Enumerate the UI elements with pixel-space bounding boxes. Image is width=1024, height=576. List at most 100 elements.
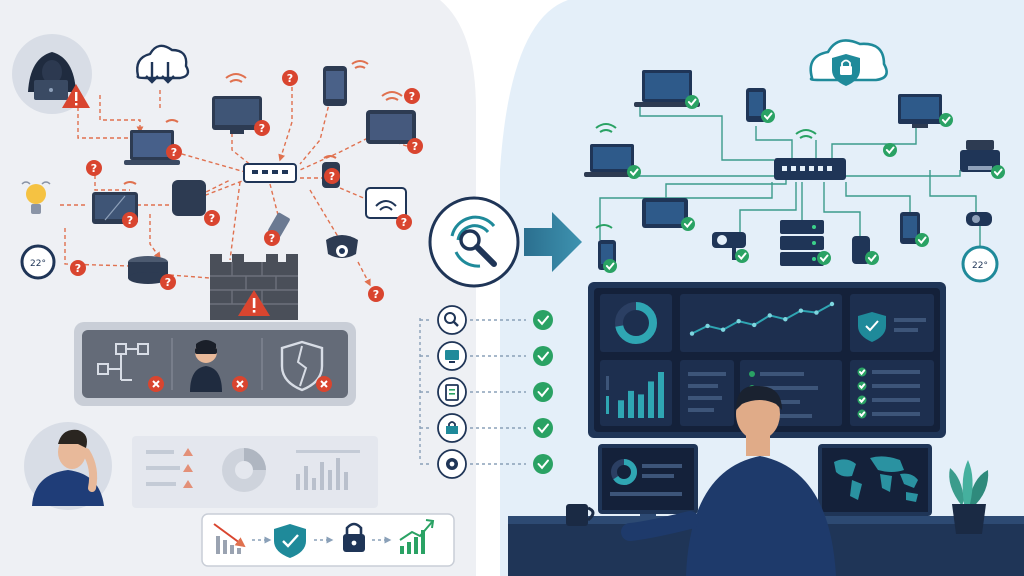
trend-line — [691, 303, 833, 335]
shield-check-icon — [274, 524, 306, 558]
thermostat-device: 22° — [20, 244, 56, 280]
question-badge: ? — [264, 230, 280, 246]
question-mark: ? — [409, 90, 415, 103]
alert-triangle-icon — [62, 84, 90, 108]
dashboard-shield-icon — [858, 312, 926, 342]
question-mark: ? — [412, 140, 418, 153]
security-dashboard — [588, 282, 946, 438]
trend-point — [689, 331, 695, 336]
smart-bulb-device — [21, 181, 51, 214]
broken-shield-icon — [280, 340, 324, 392]
transition-steps-strip — [201, 513, 455, 567]
trend-point — [814, 310, 819, 315]
blocked-badge — [232, 376, 248, 392]
secure-phone-small-device — [900, 212, 920, 244]
question-badge: ? — [86, 160, 102, 176]
dashboard-small-bars — [606, 376, 609, 414]
secure-tablet-device — [642, 198, 688, 228]
secure-laptop-device — [634, 70, 700, 107]
unsecured-wifi-icons — [123, 60, 403, 185]
padlock-icon — [343, 522, 365, 552]
question-badge: ? — [254, 120, 270, 136]
growing-chart-icon — [399, 519, 435, 554]
scan-step-monitor — [420, 341, 553, 371]
scan-step-search — [420, 305, 553, 335]
verified-badge — [685, 95, 699, 109]
question-badge: ? — [122, 212, 138, 228]
question-mark: ? — [401, 216, 407, 229]
dashboard-bar — [618, 400, 624, 418]
checklist-line — [872, 370, 920, 374]
question-badge: ? — [160, 274, 176, 290]
security-camera-device — [326, 235, 358, 258]
checklist-badge — [857, 409, 867, 419]
scan-step-padlock — [420, 413, 553, 443]
verified-badge — [883, 143, 897, 157]
checklist-badge — [857, 367, 867, 377]
wifi-router-device — [365, 187, 407, 219]
coffee-mug — [566, 504, 595, 526]
question-mark: ? — [91, 162, 97, 175]
laptop-device — [124, 130, 180, 165]
secure-side: 22° — [508, 39, 1024, 576]
settings-icon — [446, 458, 458, 470]
secure-cloud-icon — [809, 39, 888, 86]
question-badge: ? — [404, 88, 420, 104]
trend-point — [783, 317, 788, 322]
security-analyst — [621, 385, 836, 576]
secure-camera-device — [712, 232, 746, 260]
verified-badge — [915, 233, 929, 247]
scan-step-settings — [420, 449, 553, 479]
verified-badge — [735, 249, 749, 263]
verified-badge — [991, 165, 1005, 179]
secure-laptop-left-device — [584, 144, 640, 177]
workstation — [508, 385, 1024, 576]
question-badge: ? — [407, 138, 423, 154]
secure-phone-device — [746, 88, 766, 122]
dashboard-bar — [628, 390, 634, 418]
blocked-badge — [316, 376, 332, 392]
blocked-badges — [148, 376, 332, 392]
secure-thermostat-reading: 22° — [972, 261, 988, 271]
secured-wifi-icons — [595, 123, 817, 229]
pie-chart-report — [222, 448, 266, 492]
question-badge: ? — [396, 214, 412, 230]
dashboard-bar — [658, 372, 664, 418]
question-mark: ? — [373, 288, 379, 301]
question-mark: ? — [259, 122, 265, 135]
stressed-user-avatar — [24, 422, 112, 510]
dashboard-checklist — [857, 367, 920, 419]
intruder-icon — [190, 340, 222, 392]
trend-point — [736, 318, 741, 324]
checklist-line — [872, 384, 920, 388]
progress-arrow — [524, 212, 582, 272]
question-badge: ? — [324, 168, 340, 184]
smart-speaker-device — [172, 180, 206, 216]
bar-chart-report — [296, 450, 360, 490]
plant — [949, 460, 989, 534]
secure-sensor-device — [966, 212, 992, 226]
dashboard-trend-chart — [689, 301, 835, 336]
question-mark: ? — [165, 276, 171, 289]
dashboard-donut-chart — [615, 302, 657, 344]
verified-badge — [939, 113, 953, 127]
unknown-device-badges: ?????????????? — [70, 70, 423, 302]
transition-section — [419, 196, 582, 479]
hub-device — [128, 256, 168, 284]
verified-badge — [865, 251, 879, 265]
question-mark: ? — [329, 170, 335, 183]
world-map — [834, 456, 918, 502]
checklist-badge — [857, 395, 867, 405]
checklist-badge — [857, 381, 867, 391]
declining-chart-icon — [213, 523, 246, 554]
secure-thermostat-device: 22° — [961, 245, 999, 283]
monitor-device — [212, 96, 262, 134]
thermostat-reading: 22° — [30, 259, 46, 269]
padlock-icon — [446, 421, 458, 434]
question-badge: ? — [70, 260, 86, 276]
warning-list-report — [146, 448, 193, 488]
question-badge: ? — [204, 210, 220, 226]
blocked-badge — [148, 376, 164, 392]
checklist-line — [872, 412, 920, 416]
